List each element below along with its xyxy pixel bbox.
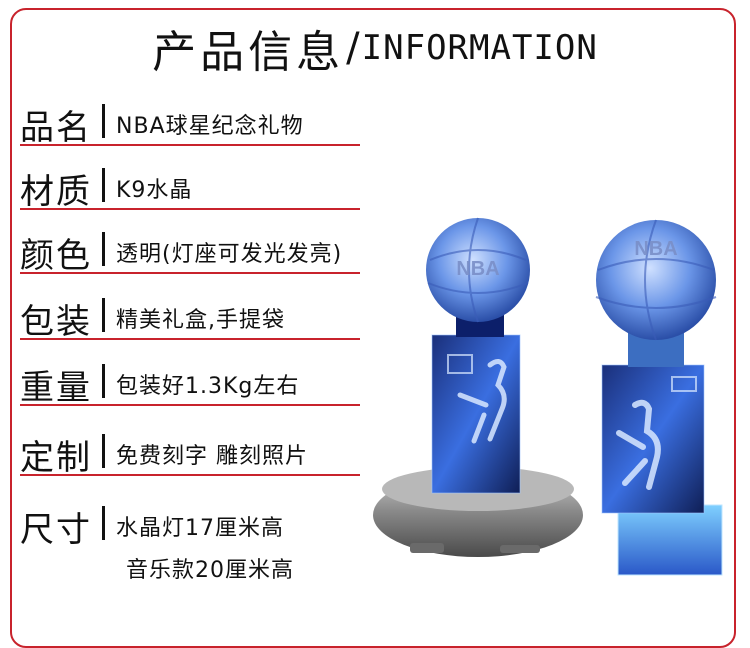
info-label: 材质 [20,172,92,212]
divider-bar [102,506,105,540]
divider-bar [102,104,105,138]
divider-bar [102,434,105,468]
page-header: 产品信息/INFORMATION [0,16,750,80]
info-label: 重量 [20,368,92,408]
divider-bar [102,364,105,398]
row-underline [20,474,360,476]
divider-bar [102,232,105,266]
title-cn: 产品信息 [152,27,345,78]
row-underline [20,272,360,274]
divider-bar [102,298,105,332]
right-trophy [595,219,723,576]
product-photo: NBA NBA [373,217,723,576]
info-value: 透明(灯座可发光发亮) [116,242,343,267]
info-value: 包装好1.3Kg左右 [116,374,300,399]
info-label: 包装 [20,302,92,342]
info-value: 免费刻字 雕刻照片 [116,444,308,469]
info-value: 水晶灯17厘米高 [116,516,284,541]
left-ball-logo: NBA [456,258,499,280]
info-value: NBA球星纪念礼物 [116,114,304,139]
info-value: 精美礼盒,手提袋 [116,308,285,333]
row-underline [20,338,360,340]
row-underline [20,404,360,406]
left-trophy [373,217,583,557]
divider-bar [102,168,105,202]
info-value: K9水晶 [116,178,193,203]
info-label: 定制 [20,438,92,478]
right-ball-logo: NBA [634,238,677,260]
title-separator: / [346,25,360,71]
title-en: INFORMATION [361,28,598,68]
info-label: 尺寸 [20,510,92,550]
info-value-secondary: 音乐款20厘米高 [126,558,294,583]
info-label: 颜色 [20,236,92,276]
info-label: 品名 [20,108,92,148]
row-underline [20,144,360,146]
row-underline [20,208,360,210]
